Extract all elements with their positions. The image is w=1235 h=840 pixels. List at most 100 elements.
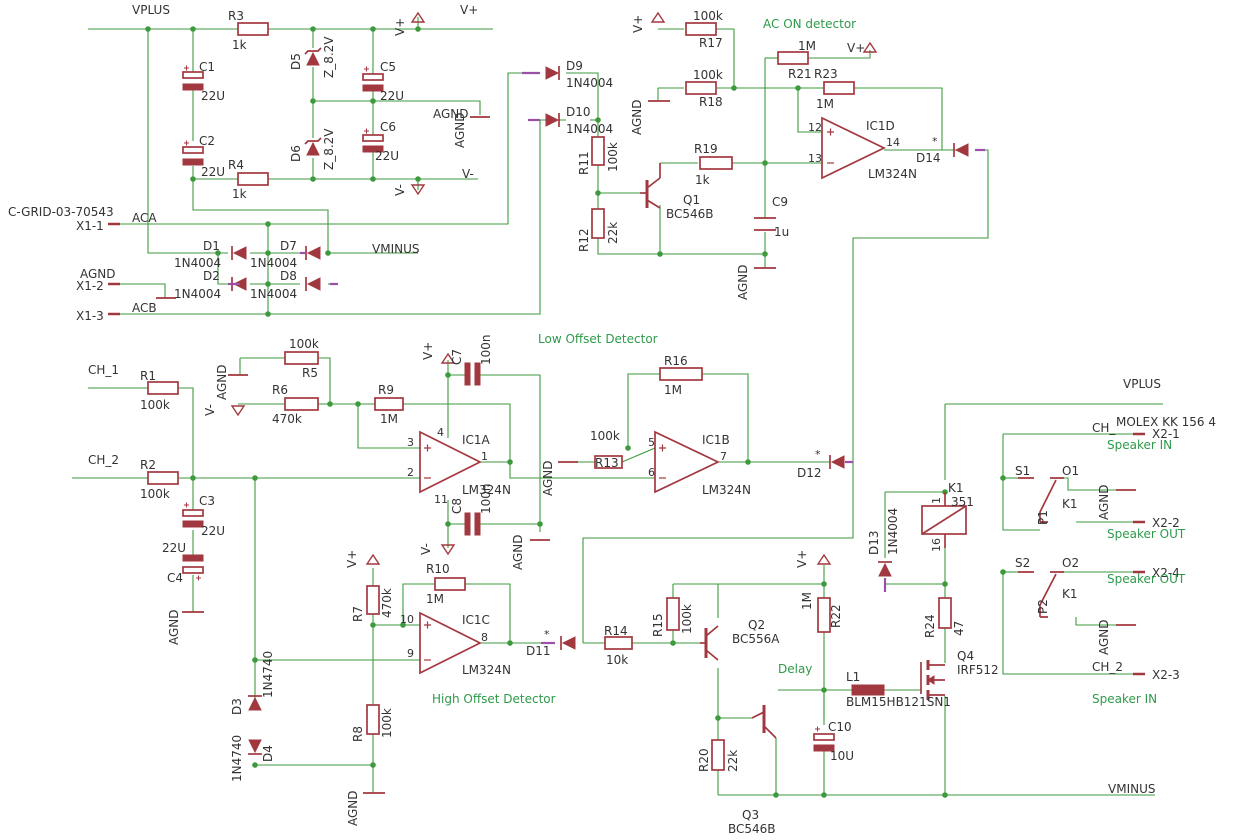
r23-name: R23 bbox=[814, 67, 838, 81]
net-o1: O1 bbox=[1062, 464, 1079, 478]
r5-name: R5 bbox=[302, 366, 318, 380]
r24-value: 47 bbox=[952, 621, 966, 636]
relay-symbols bbox=[851, 477, 1064, 696]
d8-symbol bbox=[305, 277, 321, 291]
r4-symbol bbox=[237, 172, 269, 186]
net-k1b: K1 bbox=[1062, 587, 1078, 601]
transistor-symbols bbox=[640, 163, 945, 739]
vp-label: V+ bbox=[393, 18, 407, 36]
r7-name: R7 bbox=[351, 606, 365, 622]
r20-value: 22k bbox=[726, 750, 740, 772]
d10-value: 1N4004 bbox=[566, 122, 613, 136]
r1-name: R1 bbox=[140, 369, 156, 383]
r2-name: R2 bbox=[140, 458, 156, 472]
note-speaker-out-1: Speaker OUT bbox=[1107, 527, 1186, 541]
net-vminus-bottom: VMINUS bbox=[1108, 782, 1155, 796]
svg-text:13: 13 bbox=[808, 152, 822, 165]
l1-symbol bbox=[851, 684, 885, 696]
cap-polarity-marks bbox=[184, 65, 820, 732]
ic1a-name: IC1A bbox=[462, 433, 491, 447]
r22-value: 1M bbox=[800, 592, 814, 610]
x11-label: X1-1 bbox=[76, 219, 104, 233]
vp-label: V+ bbox=[795, 550, 809, 568]
vp-label: V+ bbox=[847, 41, 865, 55]
opamp-symbols bbox=[419, 116, 886, 675]
r6-value: 470k bbox=[272, 412, 302, 426]
pin-stubs bbox=[228, 71, 985, 645]
r6-name: R6 bbox=[272, 383, 288, 397]
svg-text:6: 6 bbox=[648, 466, 655, 479]
c10-value: 10U bbox=[830, 749, 854, 763]
svg-text:8: 8 bbox=[481, 631, 488, 644]
d3-name: D3 bbox=[230, 698, 244, 715]
note-speaker-in-2: Speaker IN bbox=[1092, 692, 1157, 706]
svg-text:14: 14 bbox=[886, 136, 900, 149]
d13-value: 1N4004 bbox=[886, 508, 900, 555]
q4-value: IRF512 bbox=[957, 663, 999, 677]
d1-symbol bbox=[231, 246, 247, 260]
vm-label: V- bbox=[393, 184, 407, 196]
r3-name: R3 bbox=[228, 9, 244, 23]
q3-name: Q3 bbox=[742, 808, 759, 822]
r1-symbol bbox=[147, 381, 179, 395]
r24-name: R24 bbox=[923, 614, 937, 638]
c9-value: 1u bbox=[774, 225, 789, 239]
r3-symbol bbox=[237, 22, 269, 36]
vp-label: V+ bbox=[345, 550, 359, 568]
r9-symbol bbox=[374, 397, 404, 411]
r21-value: 1M bbox=[798, 39, 816, 53]
net-o2: O2 bbox=[1062, 556, 1079, 570]
d14-symbol bbox=[953, 143, 969, 157]
d13-symbol bbox=[878, 561, 892, 577]
agnd-label: AGND bbox=[346, 790, 360, 826]
c2-name: C2 bbox=[199, 134, 215, 148]
r10-name: R10 bbox=[426, 562, 450, 576]
grid-connector-label: C-GRID-03-70543 bbox=[8, 205, 114, 219]
d7-symbol bbox=[305, 246, 321, 260]
q3-symbol bbox=[751, 705, 777, 739]
agnd-label: AGND bbox=[630, 99, 644, 135]
svg-text:*: * bbox=[932, 135, 938, 148]
r2-symbol bbox=[147, 471, 179, 485]
r12-value: 22k bbox=[606, 222, 620, 244]
agnd-label: AGND bbox=[80, 267, 116, 281]
q1-value: BC546B bbox=[666, 207, 714, 221]
r17-name: R17 bbox=[699, 36, 723, 50]
component-labels: R3 1k R4 1k C1 22U C2 22U D5 Z_8.2V D6 Z… bbox=[140, 9, 999, 836]
agnd-label: AGND bbox=[541, 460, 555, 496]
q1-symbol bbox=[640, 163, 661, 209]
note-speaker-out-2: Speaker OUT bbox=[1107, 572, 1186, 586]
r24-symbol bbox=[938, 597, 952, 629]
vm-label: V- bbox=[419, 543, 433, 555]
capacitor-symbols bbox=[182, 71, 835, 752]
ic1d-name: IC1D bbox=[866, 119, 895, 133]
d9-name: D9 bbox=[566, 59, 583, 73]
d10-name: D10 bbox=[566, 105, 591, 119]
agnd-label: AGND bbox=[511, 534, 525, 570]
r10-value: 1M bbox=[426, 592, 444, 606]
svg-text:11: 11 bbox=[434, 493, 448, 506]
x13-label: X1-3 bbox=[76, 309, 104, 323]
r12-name: R12 bbox=[577, 228, 591, 252]
junction-dots bbox=[145, 26, 1006, 798]
agnd-label: AGND bbox=[215, 364, 229, 400]
agnd-label: AGND bbox=[433, 107, 469, 121]
note-ac-on: AC ON detector bbox=[763, 17, 856, 31]
d6-symbol bbox=[304, 137, 322, 156]
d5-name: D5 bbox=[289, 53, 303, 70]
r14-value: 10k bbox=[606, 653, 628, 667]
agnd-label: AGND bbox=[1097, 484, 1111, 520]
d4-symbol bbox=[248, 739, 262, 755]
r11-value: 100k bbox=[606, 142, 620, 172]
r18-symbol bbox=[685, 81, 717, 95]
d2-name: D2 bbox=[203, 269, 220, 283]
c9-symbol bbox=[754, 217, 776, 231]
svg-text:7: 7 bbox=[720, 450, 727, 463]
c4-name: C4 bbox=[167, 571, 183, 585]
r5-value: 100k bbox=[289, 337, 319, 351]
r20-symbol bbox=[711, 739, 725, 771]
k1-contact-1 bbox=[1018, 477, 1064, 523]
k1-contact-2 bbox=[1018, 571, 1064, 618]
r4-value: 1k bbox=[232, 187, 247, 201]
